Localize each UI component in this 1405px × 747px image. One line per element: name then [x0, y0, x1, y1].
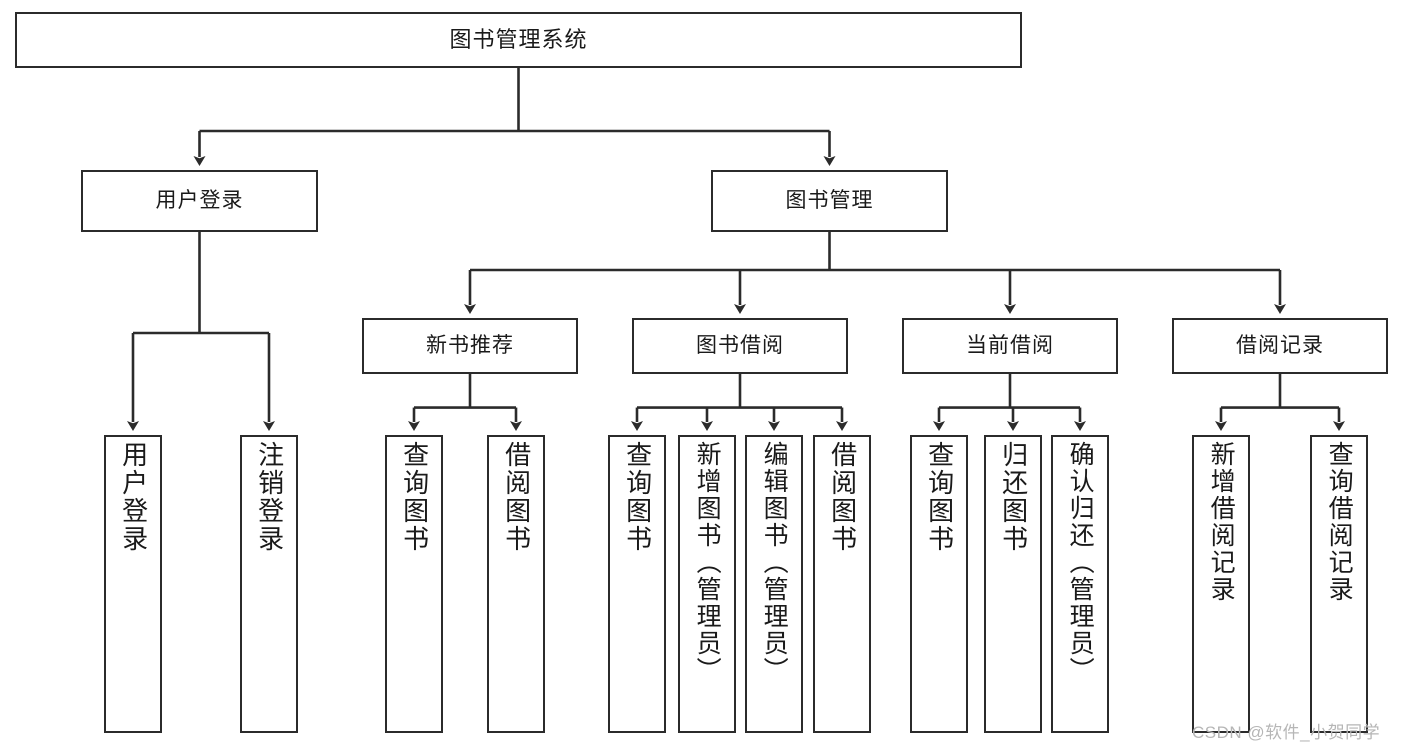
- node-new-book-recommend-label: 新书推荐: [426, 333, 514, 357]
- leaf-user-logout-label: 注销登录: [254, 441, 285, 553]
- leaf-borrow-borrow-book-label: 借阅图书: [827, 441, 858, 553]
- leaf-borrow-borrow-book[interactable]: 借阅图书: [813, 435, 871, 733]
- leaf-new-borrow-book[interactable]: 借阅图书: [487, 435, 545, 733]
- node-root-label: 图书管理系统: [449, 27, 588, 53]
- leaf-current-query-book[interactable]: 查询图书: [910, 435, 968, 733]
- node-current-borrow-label: 当前借阅: [966, 333, 1054, 357]
- node-new-book-recommend[interactable]: 新书推荐: [362, 318, 578, 374]
- leaf-user-login[interactable]: 用户登录: [104, 435, 162, 733]
- node-current-borrow[interactable]: 当前借阅: [902, 318, 1118, 374]
- node-borrow-record[interactable]: 借阅记录: [1172, 318, 1388, 374]
- leaf-borrow-add-book-admin-label: 新增图书（管理员）: [693, 441, 722, 684]
- leaf-current-query-book-label: 查询图书: [924, 441, 955, 553]
- node-borrow-record-label: 借阅记录: [1236, 333, 1324, 357]
- node-user-login-module[interactable]: 用户登录: [81, 170, 318, 232]
- watermark: CSDN @软件_小贺同学: [1192, 723, 1381, 742]
- node-root[interactable]: 图书管理系统: [15, 12, 1022, 68]
- node-book-borrow-label: 图书借阅: [696, 333, 784, 357]
- node-user-login-module-label: 用户登录: [155, 188, 244, 212]
- leaf-borrow-query-book-label: 查询图书: [622, 441, 653, 553]
- leaf-current-return-book[interactable]: 归还图书: [984, 435, 1042, 733]
- leaf-borrow-edit-book-admin[interactable]: 编辑图书（管理员）: [745, 435, 803, 733]
- node-book-management-module[interactable]: 图书管理: [711, 170, 948, 232]
- leaf-current-confirm-return-admin-label: 确认归还（管理员）: [1066, 441, 1095, 684]
- leaf-record-query[interactable]: 查询借阅记录: [1310, 435, 1368, 733]
- leaf-new-query-book[interactable]: 查询图书: [385, 435, 443, 733]
- leaf-user-logout[interactable]: 注销登录: [240, 435, 298, 733]
- leaf-borrow-query-book[interactable]: 查询图书: [608, 435, 666, 733]
- node-book-management-module-label: 图书管理: [785, 188, 874, 212]
- leaf-current-confirm-return-admin[interactable]: 确认归还（管理员）: [1051, 435, 1109, 733]
- leaf-new-borrow-book-label: 借阅图书: [501, 441, 532, 553]
- leaf-record-query-label: 查询借阅记录: [1325, 441, 1354, 603]
- leaf-borrow-add-book-admin[interactable]: 新增图书（管理员）: [678, 435, 736, 733]
- leaf-user-login-label: 用户登录: [118, 441, 149, 553]
- leaf-record-add[interactable]: 新增借阅记录: [1192, 435, 1250, 733]
- leaf-new-query-book-label: 查询图书: [399, 441, 430, 553]
- leaf-borrow-edit-book-admin-label: 编辑图书（管理员）: [760, 441, 789, 684]
- leaf-current-return-book-label: 归还图书: [998, 441, 1029, 553]
- leaf-record-add-label: 新增借阅记录: [1207, 441, 1236, 603]
- node-book-borrow[interactable]: 图书借阅: [632, 318, 848, 374]
